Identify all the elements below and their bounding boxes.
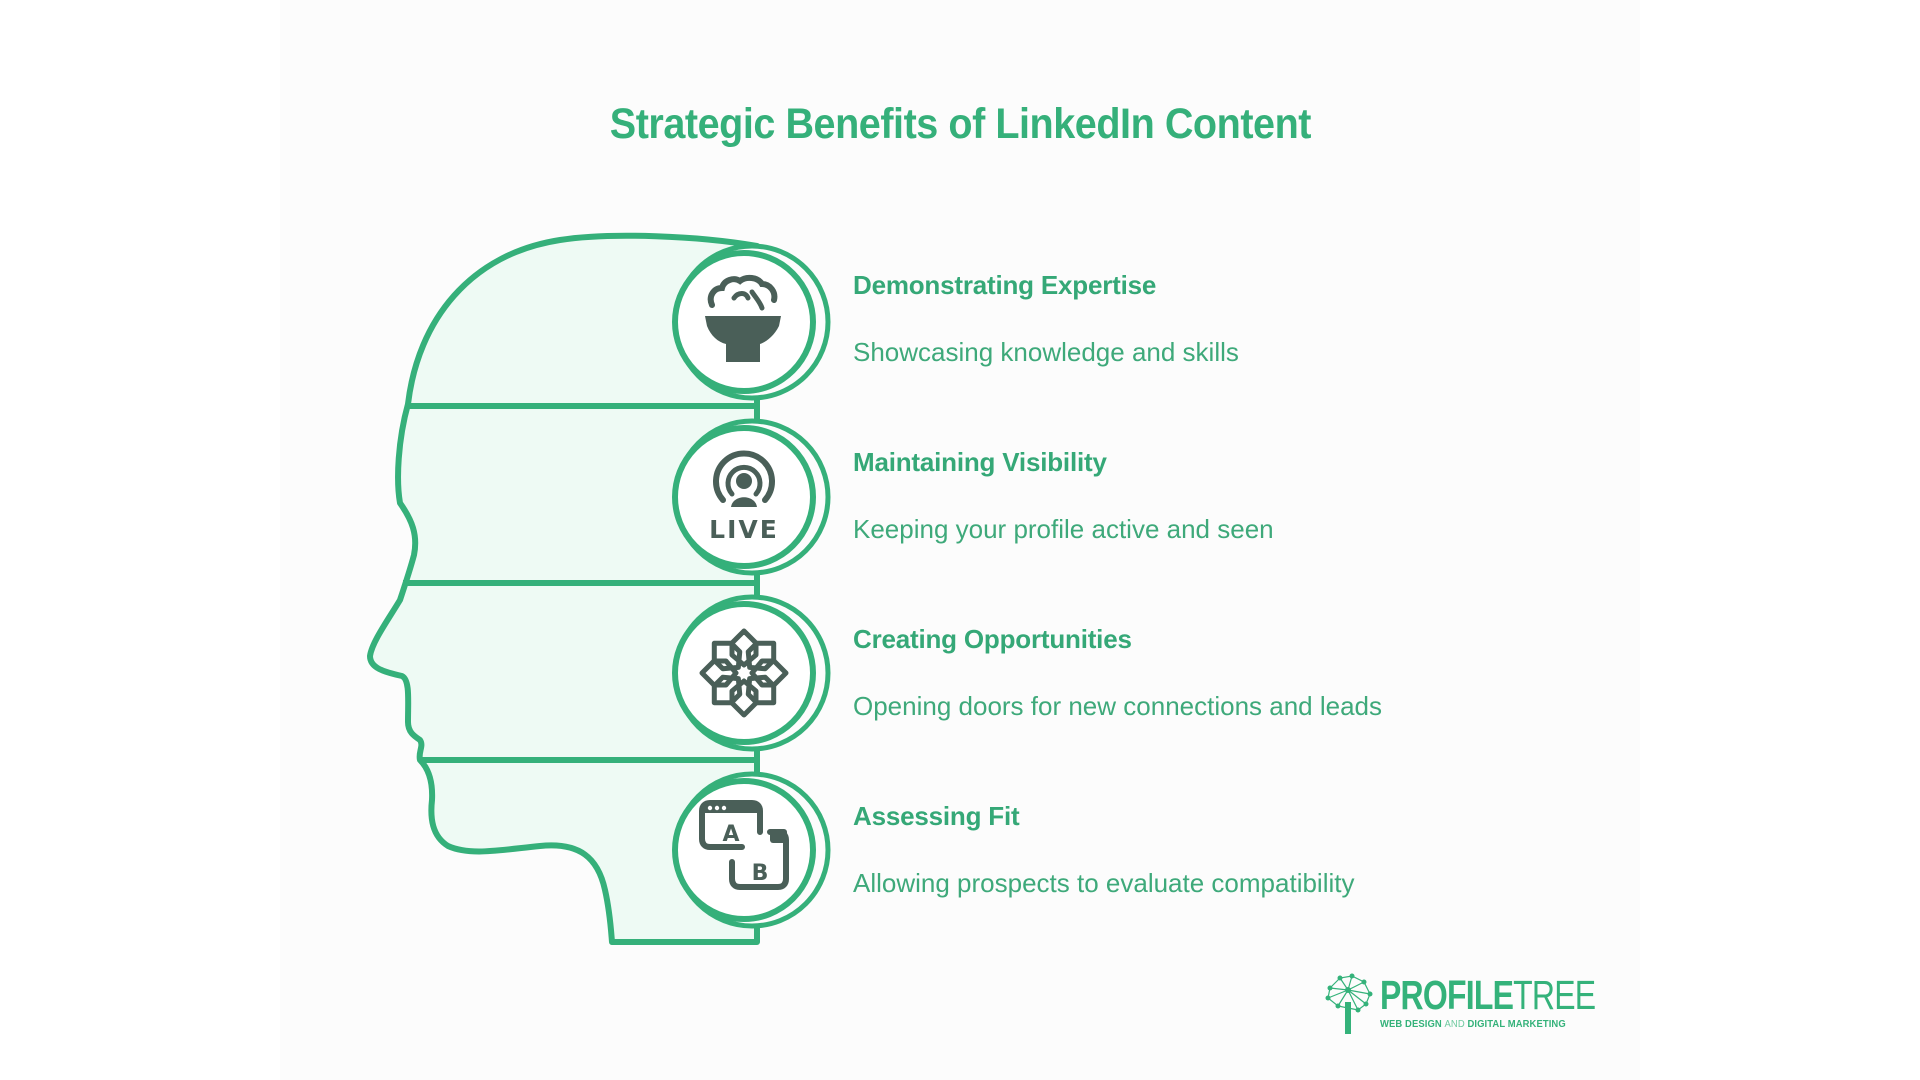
page-title: Strategic Benefits of LinkedIn Content	[609, 100, 1312, 148]
benefit-heading: Creating Opportunities	[853, 624, 1132, 654]
benefit-heading: Maintaining Visibility	[853, 447, 1107, 477]
logo-wordmark: PROFILETREE	[1380, 972, 1596, 1018]
benefit-description: Showcasing knowledge and skills	[853, 337, 1239, 367]
live-label: LIVE	[709, 515, 779, 544]
icon-ring-4	[672, 771, 831, 929]
benefit-heading: Assessing Fit	[853, 801, 1020, 831]
ab-test-icon: A B	[699, 800, 789, 890]
icon-ring-2	[672, 418, 831, 576]
live-broadcast-icon: LIVE	[709, 450, 779, 544]
variant-b-label: B	[752, 861, 769, 886]
benefit-item-expertise: Demonstrating Expertise Showcasing knowl…	[853, 270, 1239, 368]
variant-a-label: A	[722, 822, 739, 847]
profiletree-logo: PROFILETREE WEB DESIGN AND DIGITAL MARKE…	[1322, 972, 1602, 1036]
tree-network-icon	[1325, 973, 1373, 1034]
benefit-description: Allowing prospects to evaluate compatibi…	[853, 868, 1355, 898]
benefit-description: Opening doors for new connections and le…	[853, 691, 1383, 721]
head-outline	[367, 232, 760, 945]
benefit-item-visibility: Maintaining Visibility Keeping your prof…	[853, 447, 1274, 545]
flower-star-icon	[699, 628, 789, 718]
benefit-item-opportunities: Creating Opportunities Opening doors for…	[853, 624, 1382, 722]
benefit-description: Keeping your profile active and seen	[853, 514, 1274, 544]
benefit-item-fit: Assessing Fit Allowing prospects to eval…	[853, 801, 1354, 899]
benefit-heading: Demonstrating Expertise	[853, 270, 1157, 300]
logo-tagline: WEB DESIGN AND DIGITAL MARKETING	[1380, 1018, 1566, 1030]
brain-bowl-icon	[705, 274, 781, 362]
